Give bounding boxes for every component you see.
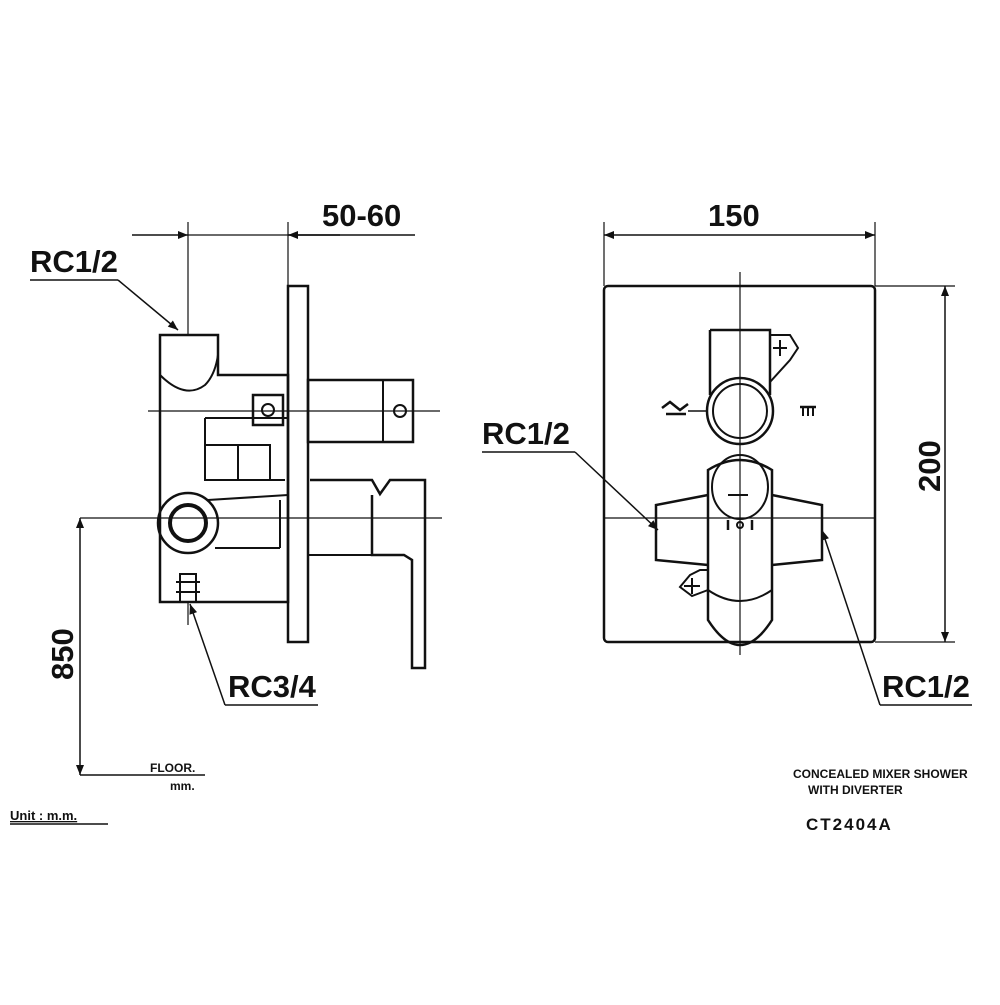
valve-body: [158, 333, 290, 604]
mixer-lever: [706, 458, 774, 647]
lever-handle: [310, 478, 427, 670]
floor-label: FLOOR.: [150, 761, 195, 775]
side-top-connection-label: RC1/2: [30, 244, 118, 279]
side-bottom-connection-label: RC3/4: [228, 669, 317, 704]
depth-label: 50-60: [322, 198, 401, 233]
outlet-ring: [156, 491, 220, 555]
fitting-square: [251, 393, 285, 427]
product-title-line2: WITH DIVERTER: [808, 783, 903, 797]
unit-note: Unit : m.m.: [10, 808, 77, 823]
product-title-line1: CONCEALED MIXER SHOWER: [793, 767, 968, 781]
shower-symbol: [661, 400, 689, 416]
product-code: CT2404A: [806, 815, 893, 834]
bath-symbol: [800, 405, 816, 416]
floor-unit-label: mm.: [170, 779, 195, 793]
mount-height-label: 850: [45, 628, 80, 680]
front-left-connection-label: RC1/2: [482, 416, 570, 451]
diverter-knob: [705, 376, 775, 446]
front-view: [482, 222, 972, 706]
leader-side-top: [30, 279, 179, 331]
mount-height-dimension: [76, 518, 205, 776]
side-view: [30, 222, 442, 776]
leader-front-left: [482, 451, 659, 531]
wall-plate: [286, 284, 310, 644]
leader-front-right: [821, 529, 972, 706]
width-label: 150: [708, 198, 760, 233]
front-right-connection-label: RC1/2: [882, 669, 970, 704]
leader-side-bottom: [189, 603, 318, 706]
height-label: 200: [912, 440, 947, 492]
